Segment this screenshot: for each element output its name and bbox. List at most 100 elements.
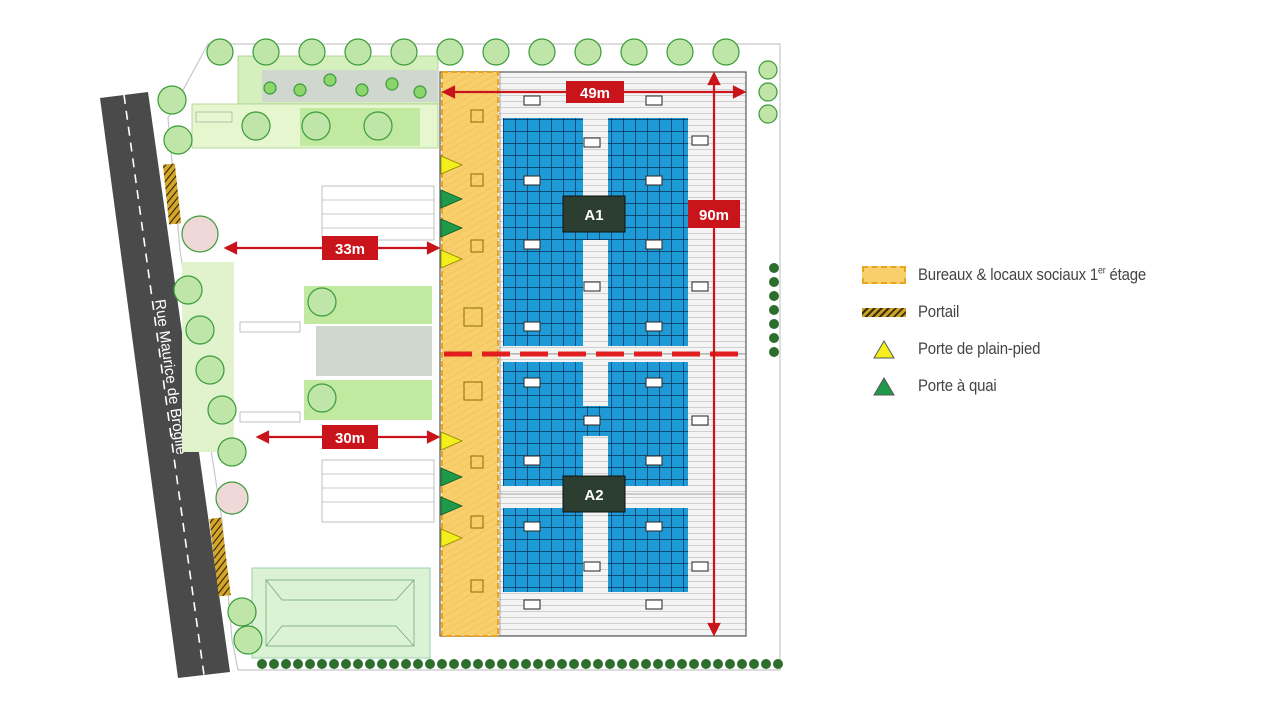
tree-icon xyxy=(195,355,225,385)
green-triangle-icon xyxy=(873,377,895,396)
legend-label-dock-door: Porte à quai xyxy=(918,376,997,395)
hedge-shrub-icon xyxy=(605,659,615,669)
legend-label-ground-door: Porte de plain-pied xyxy=(918,339,1041,358)
street-road xyxy=(100,92,230,678)
yellow-triangle-icon xyxy=(873,340,895,359)
hedge-shrub-icon xyxy=(329,659,339,669)
hedge-shrub-icon xyxy=(749,659,759,669)
door-ground-marker xyxy=(440,528,464,548)
hedge-shrub-icon xyxy=(497,659,507,669)
hedge-shrub-icon xyxy=(521,659,531,669)
legend-item-gate: Portail xyxy=(862,299,1177,325)
cell-a1-label: A1 xyxy=(584,207,603,224)
hedge-shrub-icon xyxy=(569,659,579,669)
hedge-shrub-icon xyxy=(769,263,779,273)
tree-icon xyxy=(252,38,280,66)
tree-icon xyxy=(307,383,337,413)
tree-icon xyxy=(758,104,778,124)
hedge-shrub-icon xyxy=(377,659,387,669)
tree-icon xyxy=(298,38,326,66)
hedge-shrub-icon xyxy=(769,333,779,343)
door-ground-marker xyxy=(440,431,464,451)
tree-icon xyxy=(263,81,277,95)
hedge-shrub-icon xyxy=(461,659,471,669)
tree-icon xyxy=(233,625,263,655)
hedge-shrub-icon xyxy=(593,659,603,669)
tree-icon xyxy=(207,395,237,425)
dimension-length-label: 90m xyxy=(699,207,729,224)
hedge-shrub-icon xyxy=(629,659,639,669)
hatched-bar-icon xyxy=(862,307,906,317)
tree-icon xyxy=(436,38,464,66)
dimension-setback-south: 30m xyxy=(322,425,378,449)
dimension-width: 49m xyxy=(566,81,624,103)
tree-icon xyxy=(363,111,393,141)
tree-icon xyxy=(206,38,234,66)
tree-icon xyxy=(185,315,215,345)
tree-icon xyxy=(307,287,337,317)
hedge-shrub-icon xyxy=(769,319,779,329)
doors-ground-level xyxy=(440,155,464,548)
door-dock-marker xyxy=(440,467,464,487)
hedge-shrub-icon xyxy=(317,659,327,669)
tree-icon xyxy=(323,73,337,87)
dimension-setback-north: 33m xyxy=(322,236,378,260)
tree-icon xyxy=(215,481,249,515)
site-plan-map: Rue Maurice de Broglie xyxy=(100,38,783,678)
door-ground-marker xyxy=(440,155,464,175)
dimension-width-label: 49m xyxy=(580,85,610,102)
office-swatch-icon xyxy=(862,266,906,284)
tree-icon xyxy=(758,60,778,80)
hedge-shrub-icon xyxy=(269,659,279,669)
hedge-shrub-icon xyxy=(545,659,555,669)
storage-racking xyxy=(503,118,688,592)
hedge-shrub-icon xyxy=(389,659,399,669)
cell-a1: A1 xyxy=(562,195,626,233)
legend: Bureaux & locaux sociaux 1er étage Porta… xyxy=(862,262,1177,410)
door-dock-marker xyxy=(440,496,464,516)
hedge-shrub-icon xyxy=(713,659,723,669)
hedge-shrub-icon xyxy=(769,347,779,357)
dimension-setback-south-label: 30m xyxy=(335,430,365,447)
tree-icon xyxy=(344,38,372,66)
trees xyxy=(157,38,783,669)
hedge-shrub-icon xyxy=(701,659,711,669)
tree-icon xyxy=(301,111,331,141)
hedge-shrub-icon xyxy=(293,659,303,669)
tree-icon xyxy=(712,38,740,66)
hedge-shrub-icon xyxy=(257,659,267,669)
cell-a2-label: A2 xyxy=(584,487,603,504)
hedge-shrub-icon xyxy=(365,659,375,669)
dimension-setback-north-label: 33m xyxy=(335,241,365,258)
hedge-shrub-icon xyxy=(641,659,651,669)
hedge-shrub-icon xyxy=(725,659,735,669)
hedge-shrub-icon xyxy=(761,659,771,669)
skylights xyxy=(523,95,709,610)
hedge-shrub-icon xyxy=(689,659,699,669)
hedge-shrub-icon xyxy=(665,659,675,669)
tree-icon xyxy=(293,83,307,97)
tree-icon xyxy=(241,111,271,141)
tree-icon xyxy=(163,125,193,155)
tree-icon xyxy=(227,597,257,627)
legend-label-gate: Portail xyxy=(918,302,960,321)
hedge-shrub-icon xyxy=(557,659,567,669)
legend-item-dock-door: Porte à quai xyxy=(862,373,1177,399)
hedge-shrub-icon xyxy=(677,659,687,669)
hedge-shrub-icon xyxy=(281,659,291,669)
tree-icon xyxy=(217,437,247,467)
legend-label-office: Bureaux & locaux sociaux 1er étage xyxy=(918,265,1147,284)
hedge-shrub-icon xyxy=(737,659,747,669)
tree-icon xyxy=(173,275,203,305)
tree-icon xyxy=(574,38,602,66)
tree-icon xyxy=(666,38,694,66)
hedge-shrub-icon xyxy=(413,659,423,669)
gate-south xyxy=(209,517,231,597)
tree-icon xyxy=(413,85,427,99)
parking-areas xyxy=(195,111,435,523)
tree-icon xyxy=(758,82,778,102)
hedge-shrub-icon xyxy=(449,659,459,669)
hedge-shrub-icon xyxy=(485,659,495,669)
hedge-shrub-icon xyxy=(401,659,411,669)
hedge-shrub-icon xyxy=(581,659,591,669)
